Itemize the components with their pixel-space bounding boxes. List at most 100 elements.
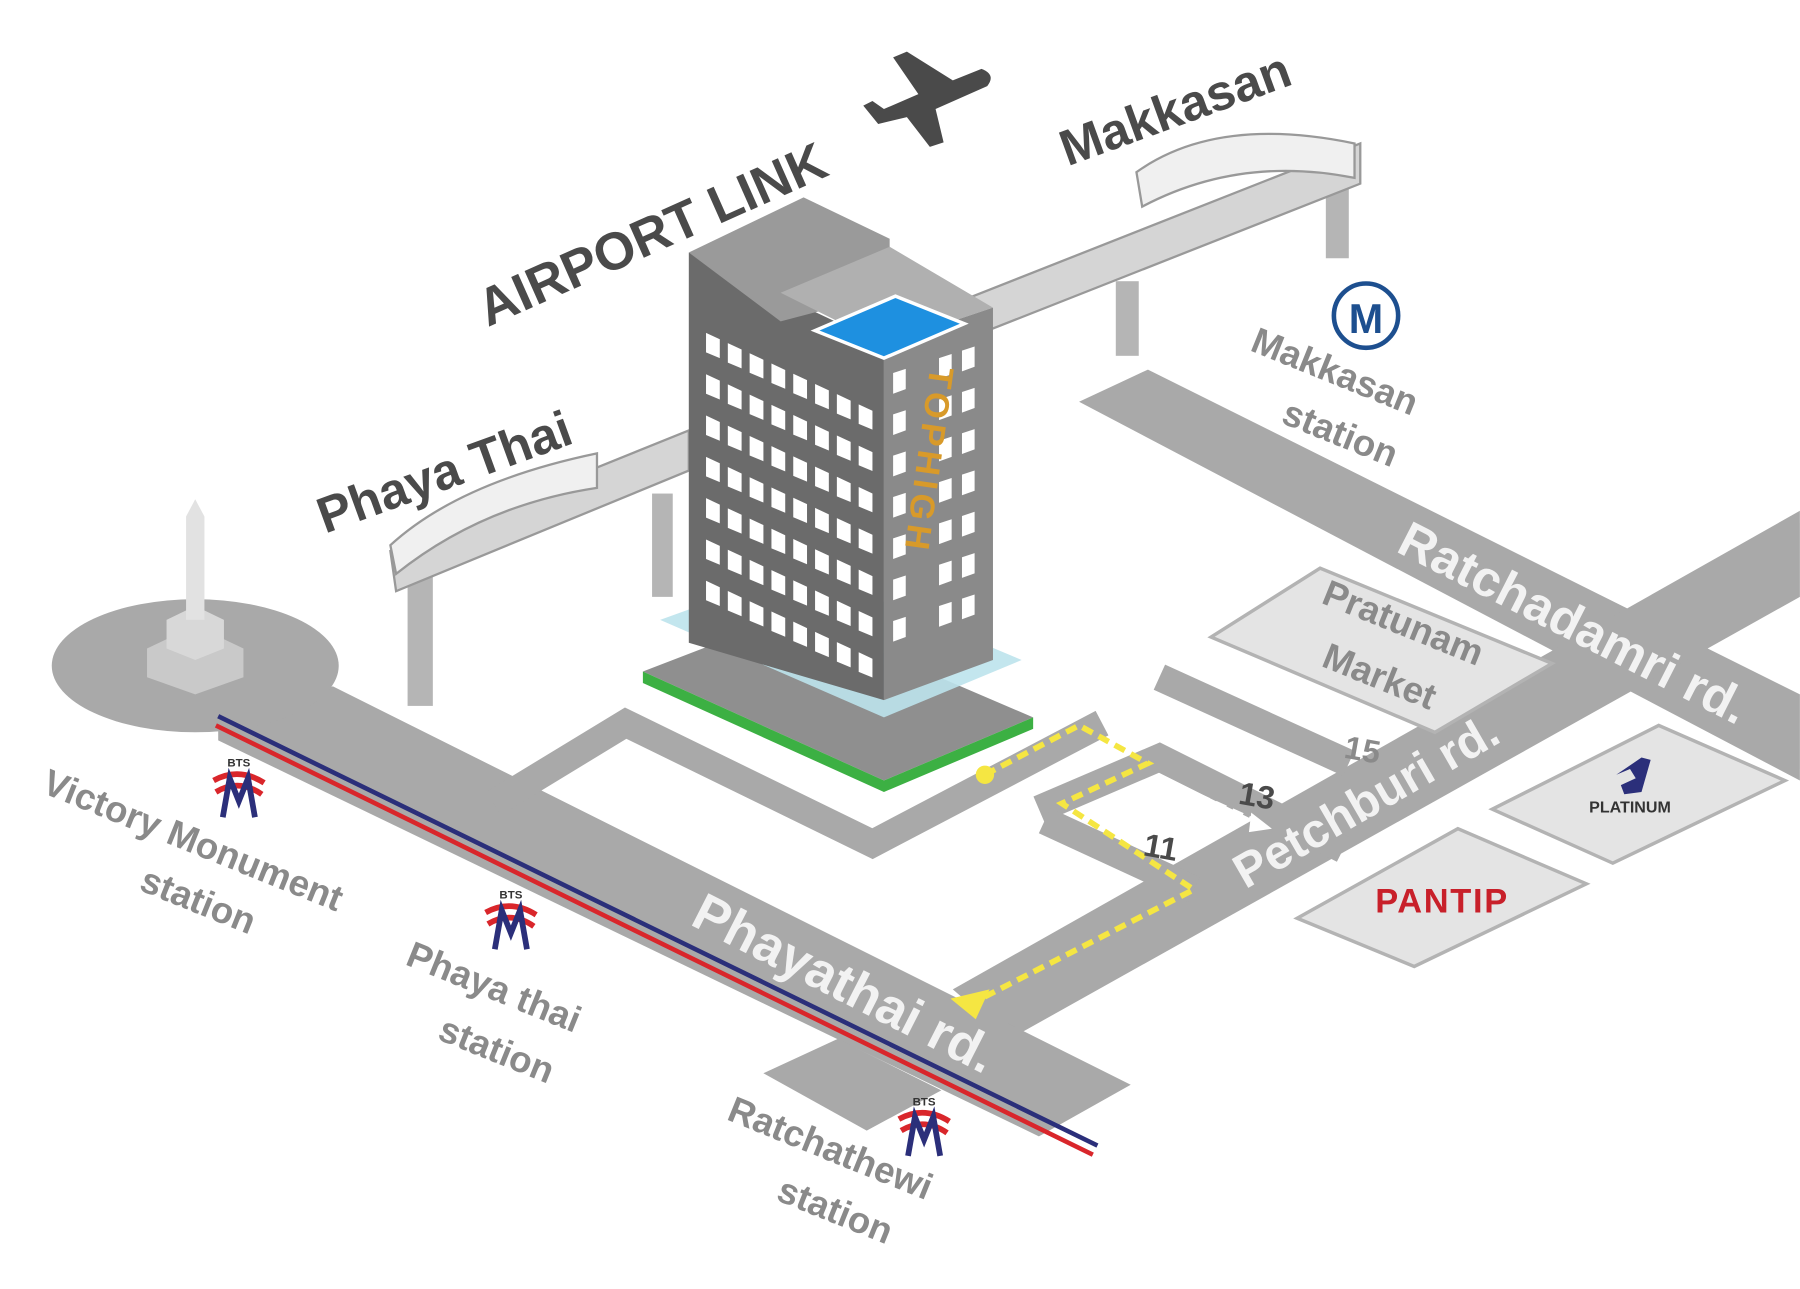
window: [815, 383, 829, 410]
pantip-block: [1293, 826, 1591, 969]
window: [815, 507, 829, 534]
window: [706, 332, 720, 359]
platinum-block: [1488, 723, 1790, 866]
window: [836, 642, 851, 668]
window: [706, 415, 720, 441]
tophigh-building: [642, 197, 1034, 792]
window: [749, 477, 764, 503]
window: [939, 353, 952, 379]
mrt-logo: M: [1331, 281, 1401, 351]
window: [706, 456, 720, 483]
window: [793, 621, 808, 647]
window: [893, 410, 906, 436]
window: [749, 559, 764, 586]
rooftop-pool: [810, 294, 969, 360]
window: [793, 497, 808, 523]
bts-logo: BTS: [897, 1096, 951, 1157]
window: [939, 601, 952, 627]
pratunam-market-block: [1207, 566, 1556, 735]
window: [793, 539, 808, 565]
bts-line-blue: [217, 714, 1099, 1148]
window: [961, 470, 975, 496]
airplane-icon: [863, 51, 991, 147]
window: [771, 570, 786, 596]
route-start-dot: [975, 765, 995, 784]
window: [727, 343, 742, 369]
pantip-logo: PANTIP: [1375, 883, 1507, 921]
window: [893, 492, 906, 518]
bts-logo: BTS: [212, 758, 266, 818]
window: [939, 395, 952, 421]
window: [815, 631, 829, 658]
window: [836, 518, 851, 544]
window: [706, 374, 720, 400]
window: [727, 384, 742, 410]
phayathai-road: [218, 686, 1131, 1137]
window: [771, 528, 786, 555]
window: [961, 346, 975, 372]
window: [749, 394, 764, 420]
pantip-text: PANTIP: [1375, 883, 1507, 921]
window: [749, 353, 764, 379]
window: [858, 528, 873, 554]
window: [815, 425, 829, 451]
window: [961, 553, 975, 578]
window: [771, 611, 786, 637]
window: [858, 487, 873, 513]
soi-13-label: 13: [1236, 775, 1277, 817]
window: [771, 446, 786, 472]
window: [793, 580, 808, 606]
route-end-arrow: [950, 989, 990, 1020]
window: [749, 435, 764, 462]
window: [893, 575, 906, 601]
window: [793, 456, 808, 482]
window: [836, 394, 851, 420]
window: [858, 569, 873, 595]
ratchathewi-side-street: [763, 1038, 942, 1131]
side-street-soi: [1033, 742, 1350, 862]
window: [858, 445, 873, 471]
window: [893, 451, 906, 477]
svg-text:BTS: BTS: [913, 1096, 936, 1108]
window: [893, 534, 906, 559]
window: [893, 616, 906, 642]
window: [771, 363, 786, 389]
window: [939, 519, 952, 545]
phaya-thai-station-label: Phaya thai: [401, 934, 587, 1041]
window: [749, 518, 764, 544]
victory-monument: [147, 499, 244, 695]
window: [836, 559, 851, 585]
side-street-soi-15: [1153, 664, 1355, 776]
window: [706, 498, 720, 524]
svg-text:BTS: BTS: [227, 758, 250, 770]
side-street-soi-11: [1038, 808, 1200, 903]
window: [727, 591, 742, 617]
roads: [51, 369, 1800, 1137]
window: [771, 404, 786, 431]
soi-11-label: 11: [1141, 827, 1181, 868]
window: [961, 429, 975, 454]
window: [815, 590, 829, 616]
window: [727, 508, 742, 534]
window: [706, 539, 720, 565]
window: [706, 580, 720, 607]
window: [939, 436, 952, 462]
window: [815, 549, 829, 575]
window: [793, 415, 808, 441]
window: [961, 594, 975, 620]
window: [961, 511, 975, 537]
svg-text:BTS: BTS: [499, 890, 522, 902]
window: [727, 425, 742, 451]
window: [939, 560, 952, 586]
window: [793, 373, 808, 399]
window: [749, 601, 764, 627]
walking-route: [968, 722, 1200, 1007]
window: [836, 435, 851, 461]
soi-15-label: 15: [1342, 729, 1383, 771]
window: [727, 549, 742, 575]
window: [939, 477, 952, 503]
window: [858, 652, 873, 678]
window: [771, 487, 786, 513]
window: [727, 467, 742, 493]
